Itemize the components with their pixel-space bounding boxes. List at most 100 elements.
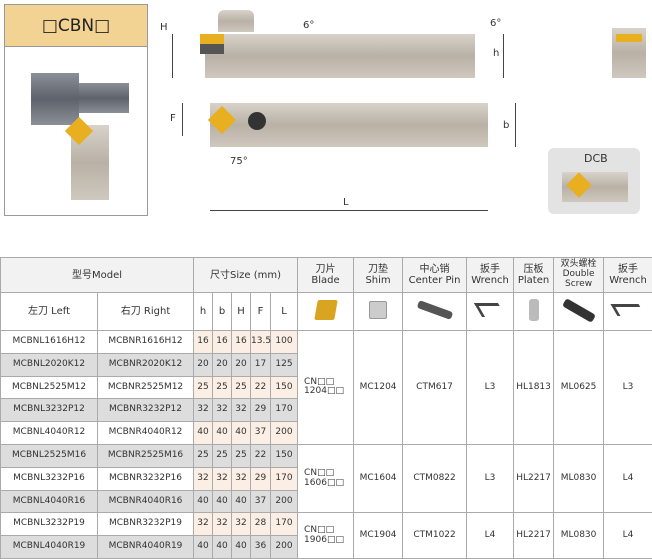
blade-code-line2: 1606□□ xyxy=(304,478,344,488)
right-model: MCBNR4040R12 xyxy=(98,422,194,445)
header-wrench2-en: Wrench xyxy=(609,275,647,286)
size-F: 29 xyxy=(251,467,271,490)
accessory-wrench2: L4 xyxy=(604,444,652,512)
blade-code-line1: CN□□ xyxy=(304,377,334,387)
shim-icon xyxy=(369,301,387,319)
size-F: 22 xyxy=(251,376,271,399)
size-h: 20 xyxy=(194,353,213,376)
left-model: MCBNL3232P12 xyxy=(1,399,98,422)
right-model: MCBNR4040R16 xyxy=(98,490,194,513)
accessory-blade: CN□□1606□□ xyxy=(298,444,354,512)
size-F: 37 xyxy=(251,490,271,513)
header-L: L xyxy=(271,293,298,331)
left-model: MCBNL2525M12 xyxy=(1,376,98,399)
size-L: 125 xyxy=(271,353,298,376)
double-screw-icon xyxy=(562,298,596,323)
angle-top-label: 6° xyxy=(303,20,314,31)
size-b: 16 xyxy=(213,331,232,354)
accessory-screw: ML0830 xyxy=(554,513,604,559)
size-h: 16 xyxy=(194,331,213,354)
header-h: h xyxy=(194,293,213,331)
tool-side-view xyxy=(205,34,475,78)
size-H: 40 xyxy=(232,490,251,513)
dim-F-label: F xyxy=(170,113,176,124)
insert-side-base xyxy=(200,44,224,54)
accessory-platen: HL1813 xyxy=(514,331,554,445)
accessory-screw: ML0625 xyxy=(554,331,604,445)
size-L: 100 xyxy=(271,331,298,354)
size-L: 150 xyxy=(271,444,298,467)
size-H: 32 xyxy=(232,467,251,490)
right-model: MCBNR2525M12 xyxy=(98,376,194,399)
left-model: MCBNL3232P19 xyxy=(1,513,98,536)
platen-icon xyxy=(529,299,539,321)
size-F: 13.5 xyxy=(251,331,271,354)
accessory-wrench2: L3 xyxy=(604,331,652,445)
blade-code-line2: 1906□□ xyxy=(304,535,344,545)
blade-code-line2: 1204□□ xyxy=(304,386,344,396)
size-b: 32 xyxy=(213,513,232,536)
size-F: 22 xyxy=(251,444,271,467)
header-shim-cn: 刀垫 xyxy=(368,264,388,275)
right-model: MCBNR2525M16 xyxy=(98,444,194,467)
left-model: MCBNL4040R16 xyxy=(1,490,98,513)
right-model: MCBNR4040R19 xyxy=(98,536,194,559)
accessory-wrench2: L4 xyxy=(604,513,652,559)
size-F: 37 xyxy=(251,422,271,445)
header-size: 尺寸Size (mm) xyxy=(194,258,298,293)
size-h: 32 xyxy=(194,513,213,536)
product-type-title: □CBN□ xyxy=(5,5,147,47)
dim-h-label: h xyxy=(493,48,499,59)
size-b: 40 xyxy=(213,422,232,445)
dcb-detail-box: DCB xyxy=(548,148,640,214)
size-L: 200 xyxy=(271,490,298,513)
accessory-wrench1: L3 xyxy=(467,331,514,445)
size-L: 200 xyxy=(271,536,298,559)
header-b: b xyxy=(213,293,232,331)
workpiece-illustration xyxy=(31,73,79,125)
size-F: 17 xyxy=(251,353,271,376)
dim-b-label: b xyxy=(503,120,509,131)
size-H: 25 xyxy=(232,376,251,399)
header-shim-en: Shim xyxy=(365,275,390,286)
size-h: 25 xyxy=(194,376,213,399)
product-type-box: □CBN□ xyxy=(4,4,148,216)
right-model: MCBNR3232P19 xyxy=(98,513,194,536)
size-H: 20 xyxy=(232,353,251,376)
header-wrench-en: Wrench xyxy=(471,275,509,286)
size-b: 40 xyxy=(213,536,232,559)
size-h: 32 xyxy=(194,467,213,490)
header-platen-en: Platen xyxy=(518,275,549,286)
size-F: 28 xyxy=(251,513,271,536)
size-H: 32 xyxy=(232,513,251,536)
blade-insert-icon xyxy=(314,300,338,320)
header-wrench2-cn: 扳手 xyxy=(618,264,638,275)
size-L: 170 xyxy=(271,399,298,422)
size-b: 32 xyxy=(213,467,232,490)
clamp-side xyxy=(218,10,254,32)
dim-H-label: H xyxy=(160,22,168,33)
accessory-shim: MC1904 xyxy=(354,513,403,559)
header-platen-cn: 压板 xyxy=(524,264,544,275)
blade-code-line1: CN□□ xyxy=(304,525,334,535)
accessory-shim: MC1604 xyxy=(354,444,403,512)
size-b: 25 xyxy=(213,376,232,399)
size-H: 16 xyxy=(232,331,251,354)
left-model: MCBNL4040R19 xyxy=(1,536,98,559)
size-L: 170 xyxy=(271,467,298,490)
dcb-label: DCB xyxy=(584,152,608,165)
angle-side-label: 6° xyxy=(490,18,501,29)
accessory-wrench1: L4 xyxy=(467,513,514,559)
accessory-platen: HL2217 xyxy=(514,513,554,559)
left-model: MCBNL1616H12 xyxy=(1,331,98,354)
accessory-screw: ML0830 xyxy=(554,444,604,512)
accessory-wrench1: L3 xyxy=(467,444,514,512)
